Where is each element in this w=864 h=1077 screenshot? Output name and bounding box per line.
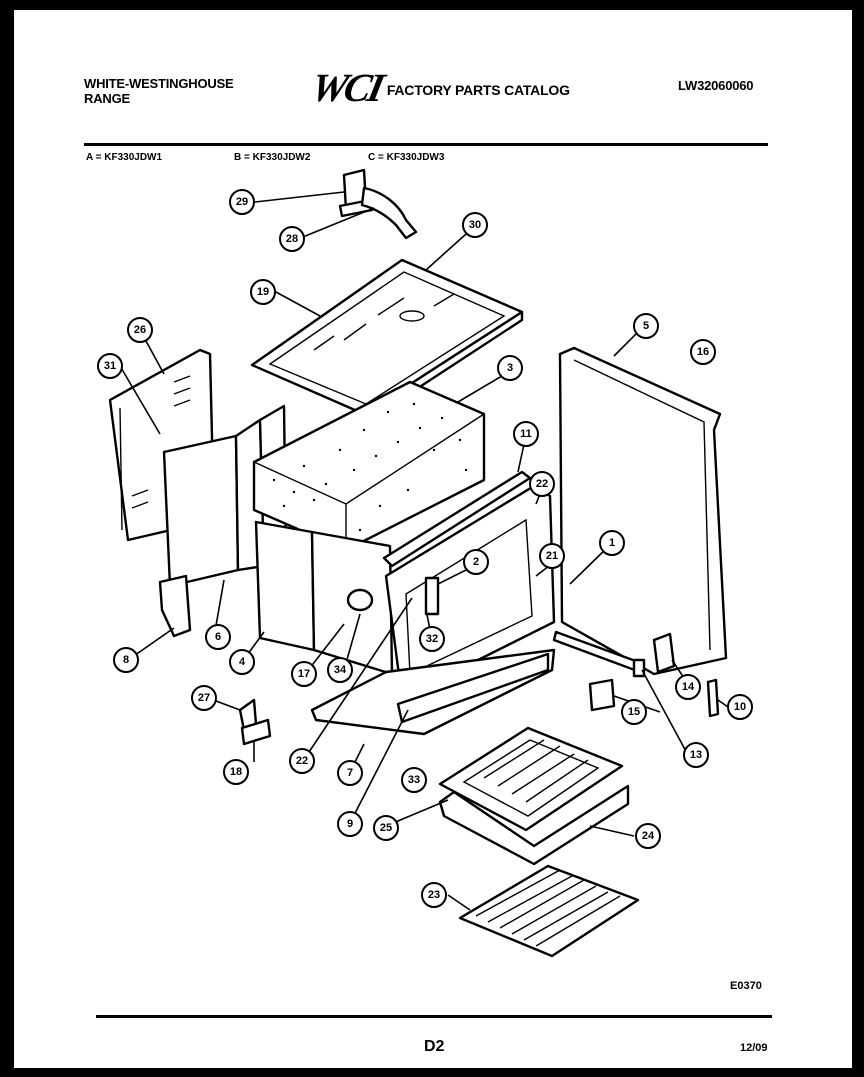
product-type: RANGE (84, 91, 130, 106)
callout-30: 30 (462, 212, 488, 238)
callout-5: 5 (633, 313, 659, 339)
svg-text:14: 14 (682, 681, 695, 693)
callout-32: 32 (419, 626, 445, 652)
page-number: D2 (424, 1038, 445, 1055)
catalog-number: LW32060060 (678, 78, 754, 93)
callout-34: 34 (327, 657, 353, 683)
revision-date: 12/09 (740, 1042, 768, 1054)
svg-text:15: 15 (628, 706, 640, 718)
callout-25: 25 (373, 815, 399, 841)
part-15-clip (588, 678, 616, 712)
callout-4: 4 (229, 649, 255, 675)
part-13-rail (552, 630, 646, 678)
part-5-side-panel (558, 346, 728, 676)
svg-text:3: 3 (507, 362, 513, 374)
callout-19: 19 (250, 279, 276, 305)
svg-text:31: 31 (104, 360, 116, 372)
svg-text:27: 27 (198, 692, 210, 704)
callout-3: 3 (497, 355, 523, 381)
header-divider (84, 143, 768, 146)
callout-18: 18 (223, 759, 249, 785)
parts-catalog-sheet: WHITE-WESTINGHOUSE RANGE WCI FACTORY PAR… (14, 10, 852, 1068)
svg-text:26: 26 (134, 324, 146, 336)
diagram-code: E0370 (730, 980, 762, 992)
svg-text:10: 10 (734, 701, 746, 713)
callout-33: 33 (401, 767, 427, 793)
callout-14: 14 (675, 674, 701, 700)
callout-24: 24 (635, 823, 661, 849)
callout-11: 11 (513, 421, 539, 447)
svg-text:29: 29 (236, 196, 248, 208)
exploded-parts-diagram: 29 28 30 19 26 31 3 5 16 11 22 21 1 2 8 … (97, 168, 753, 958)
callout-1: 1 (599, 530, 625, 556)
svg-text:34: 34 (334, 664, 347, 676)
svg-text:32: 32 (426, 633, 438, 645)
callout-29: 29 (229, 189, 255, 215)
svg-text:17: 17 (298, 668, 310, 680)
callout-2: 2 (463, 549, 489, 575)
callout-26: 26 (127, 317, 153, 343)
part-23-oven-rack (458, 864, 640, 958)
svg-text:30: 30 (469, 219, 481, 231)
part-24-broiler-pan (438, 784, 630, 866)
catalog-title: FACTORY PARTS CATALOG (386, 82, 570, 98)
svg-text:23: 23 (428, 889, 440, 901)
svg-text:9: 9 (347, 818, 353, 830)
svg-text:8: 8 (123, 654, 129, 666)
svg-text:25: 25 (380, 822, 392, 834)
model-a: A = KF330JDW1 (86, 152, 163, 163)
svg-text:28: 28 (286, 233, 298, 245)
callout-8: 8 (113, 647, 139, 673)
part-33-broiler-insert (438, 726, 624, 832)
svg-text:18: 18 (230, 766, 242, 778)
part-10-screw (706, 678, 720, 718)
callout-15: 15 (621, 699, 647, 725)
part-18-roller (240, 718, 272, 746)
callout-17: 17 (291, 661, 317, 687)
model-c: C = KF330JDW3 (368, 152, 445, 163)
svg-text:6: 6 (215, 631, 221, 643)
part-28-arm (360, 186, 418, 240)
part-14-hinge (652, 632, 676, 674)
model-b: B = KF330JDW2 (234, 152, 311, 163)
svg-text:22: 22 (536, 478, 548, 490)
callout-6: 6 (205, 624, 231, 650)
callout-31: 31 (97, 353, 123, 379)
part-4-oven-liner (254, 520, 394, 676)
callout-22-lower: 22 (289, 748, 315, 774)
svg-text:5: 5 (643, 320, 649, 332)
svg-text:21: 21 (546, 550, 558, 562)
svg-text:13: 13 (690, 749, 702, 761)
brand-name: WHITE-WESTINGHOUSE (84, 76, 234, 91)
svg-text:11: 11 (520, 428, 532, 440)
part-8-bracket (158, 574, 192, 638)
part-7-kick-panel (310, 648, 556, 736)
callout-21: 21 (539, 543, 565, 569)
brand-header: WHITE-WESTINGHOUSE RANGE (84, 76, 234, 106)
callout-22-upper: 22 (529, 471, 555, 497)
callout-10: 10 (727, 694, 753, 720)
callout-28: 28 (279, 226, 305, 252)
svg-text:7: 7 (347, 767, 353, 779)
svg-text:19: 19 (257, 286, 269, 298)
svg-text:1: 1 (609, 537, 615, 549)
callout-23: 23 (421, 882, 447, 908)
svg-text:4: 4 (239, 656, 246, 668)
svg-text:24: 24 (642, 830, 655, 842)
callout-9: 9 (337, 811, 363, 837)
callout-27: 27 (191, 685, 217, 711)
svg-text:33: 33 (408, 774, 420, 786)
svg-text:16: 16 (697, 346, 709, 358)
svg-text:22: 22 (296, 755, 308, 767)
callout-16: 16 (690, 339, 716, 365)
callout-7: 7 (337, 760, 363, 786)
footer-divider (96, 1015, 772, 1018)
callout-13: 13 (683, 742, 709, 768)
catalog-header: WCI FACTORY PARTS CATALOG (307, 65, 570, 110)
svg-text:2: 2 (473, 556, 479, 568)
